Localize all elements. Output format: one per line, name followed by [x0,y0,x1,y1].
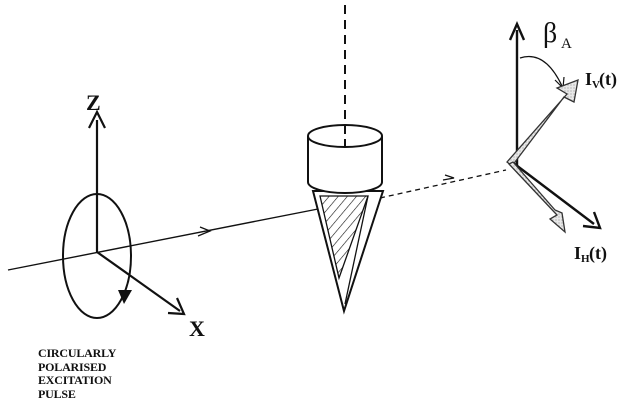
iv-label-sub: V [592,79,600,91]
ih-label-main: I [574,243,581,263]
caption-line-2: POLARISED [38,359,107,374]
x-axis-label: X [189,316,205,341]
ih-label-sub: H [581,253,590,265]
analyser-diagonal-arrowhead [582,211,602,230]
emission-arrowhead [442,174,455,181]
ih-label: I H (t) [574,243,607,266]
analyser-diagonal-axis [511,161,595,225]
excitation-pulse-caption: CIRCULARLY POLARISED EXCITATION PULSE [38,346,117,401]
polarisation-ellipse [62,193,132,319]
beam-arrowhead [197,226,212,237]
caption-line-3: EXCITATION [38,373,112,387]
sample-cone-hatched-region [319,195,369,281]
iv-label-main: I [585,69,592,89]
caption-line-1: CIRCULARLY [38,346,117,360]
excitation-beam-line [7,208,319,271]
beta-a-label: β A [543,18,572,52]
caption-line-4: PULSE [38,386,76,401]
beta-symbol: β [543,18,557,49]
sample-cylinder-body [307,136,383,194]
beta-subscript: A [561,36,572,52]
iv-label-tail: (t) [599,69,617,90]
ih-vector-arrow [507,161,566,234]
polarisation-rotation-arrowhead [118,290,132,304]
ih-label-tail: (t) [589,243,607,264]
x-axis-line [96,251,181,312]
sample-cone-inner-line [344,195,369,305]
x-axis-arrowhead [167,297,186,316]
analyser-vertical-arrowhead [508,21,526,41]
iv-label: I V (t) [585,69,617,92]
beta-angle-arc [519,56,563,87]
iv-vector-arrow [506,78,579,167]
z-axis-label: Z [86,90,101,115]
emission-dashed-line [379,169,507,199]
z-axis-arrowhead [88,109,106,129]
